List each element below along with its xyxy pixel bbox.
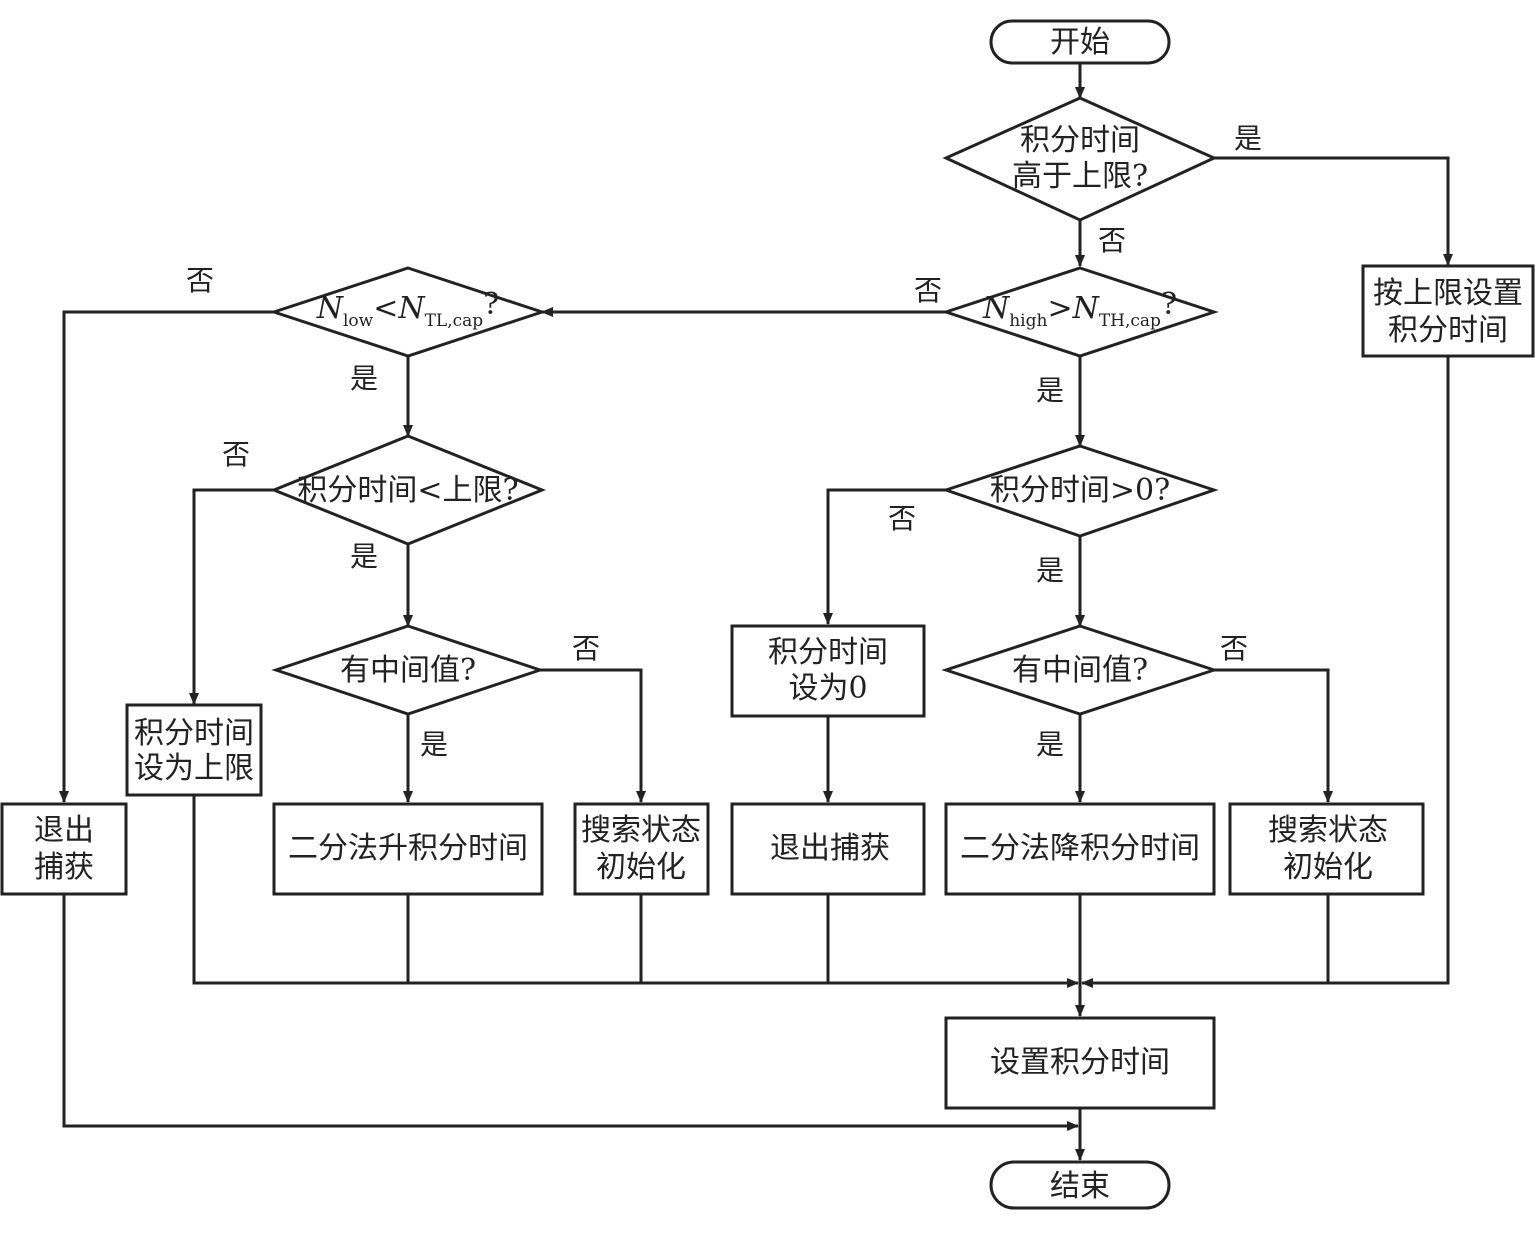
exit-left-line1: 退出 [34,813,94,848]
decision-nhigh-label: Nhigh>NTH,cap? [982,287,1177,331]
label-yes-d2: 是 [1036,374,1064,407]
label-yes-d1: 是 [1234,122,1262,155]
decision-over-upper: 积分时间 高于上限? [942,96,1218,222]
set-time-box: 设置积分时间 [944,1016,1216,1110]
edge-dmidl-no [540,668,646,803]
decision-gt0-label: 积分时间>0? [990,473,1170,508]
decision-mid-left-label: 有中间值? [340,653,476,688]
bisect-up-box: 二分法升积分时间 [272,802,544,896]
edge-labels: 是 否 否 是 否 是 否 是 否 是 否 是 否 是 [186,122,1262,761]
label-no-dmidl: 否 [572,632,600,665]
decision-lt-upper-label: 积分时间<上限? [297,473,518,508]
connectors [59,62,1453,1161]
set-time-label: 设置积分时间 [990,1045,1170,1080]
edge-exit-to-end [62,894,1079,1131]
label-yes-dmidl: 是 [420,728,448,761]
set-upper-box: 积分时间 设为上限 [125,703,263,797]
set-by-upper-line2: 积分时间 [1388,313,1508,348]
merge-bus-right [1081,357,1450,988]
label-no-d1: 否 [1098,224,1126,257]
decision-mid-right-label: 有中间值? [1012,653,1148,688]
label-yes-dlt: 是 [350,540,378,573]
edge-dmidr-no [1214,668,1333,803]
exit-mid-box: 退出捕获 [730,802,926,896]
set-zero-line1: 积分时间 [768,635,888,670]
decision-mid-right: 有中间值? [941,624,1219,716]
exit-left-box: 退出 捕获 [0,802,128,896]
label-no-dmidr: 否 [1220,632,1248,665]
decision-nlow-label: Nlow<NTL,cap? [316,287,500,331]
reset-right-line1: 搜索状态 [1268,813,1388,848]
edge-d1-yes [1214,156,1453,266]
bisect-down-label: 二分法降积分时间 [960,831,1200,866]
decision-over-upper-line2: 高于上限? [1012,159,1148,194]
reset-right-line2: 初始化 [1283,850,1373,885]
exit-mid-label: 退出捕获 [770,831,890,866]
reset-left-line2: 初始化 [596,850,686,885]
exit-left-line2: 捕获 [34,850,94,885]
label-no-d2: 否 [914,274,942,307]
reset-left-line1: 搜索状态 [581,813,701,848]
start-node: 开始 [989,19,1171,65]
decision-mid-left: 有中间值? [271,624,545,716]
label-yes-dmidr: 是 [1036,728,1064,761]
decision-nhigh: Nhigh>NTH,cap? [941,266,1219,358]
merge-bus-left [192,796,1079,988]
decision-lt-upper: 积分时间<上限? [269,434,547,546]
decision-nlow: Nlow<NTL,cap? [269,266,547,358]
label-yes-dgt0: 是 [1036,554,1064,587]
bisect-up-label: 二分法升积分时间 [288,831,528,866]
end-node: 结束 [989,1160,1171,1210]
reset-left-box: 搜索状态 初始化 [573,802,710,896]
label-no-dlt: 否 [222,438,250,471]
edge-dgt0-no [823,488,946,625]
set-upper-line2: 设为上限 [134,751,254,786]
set-by-upper-line1: 按上限设置 [1373,276,1523,311]
label-no-dgt0: 否 [888,502,916,535]
label-yes-dlow: 是 [350,362,378,395]
decision-over-upper-line1: 积分时间 [1020,123,1140,158]
decision-gt0: 积分时间>0? [941,444,1219,538]
set-zero-box: 积分时间 设为0 [730,624,926,718]
reset-right-box: 搜索状态 初始化 [1228,802,1425,896]
edge-dlow-no [59,310,274,803]
edge-dlt-no [189,488,274,705]
label-no-dlow: 否 [186,264,214,297]
start-label: 开始 [1050,25,1110,60]
set-upper-line1: 积分时间 [134,716,254,751]
end-label: 结束 [1050,1169,1110,1204]
bisect-down-box: 二分法降积分时间 [944,802,1216,896]
set-by-upper-box: 按上限设置 积分时间 [1361,264,1535,358]
set-zero-line2: 设为0 [788,671,867,706]
